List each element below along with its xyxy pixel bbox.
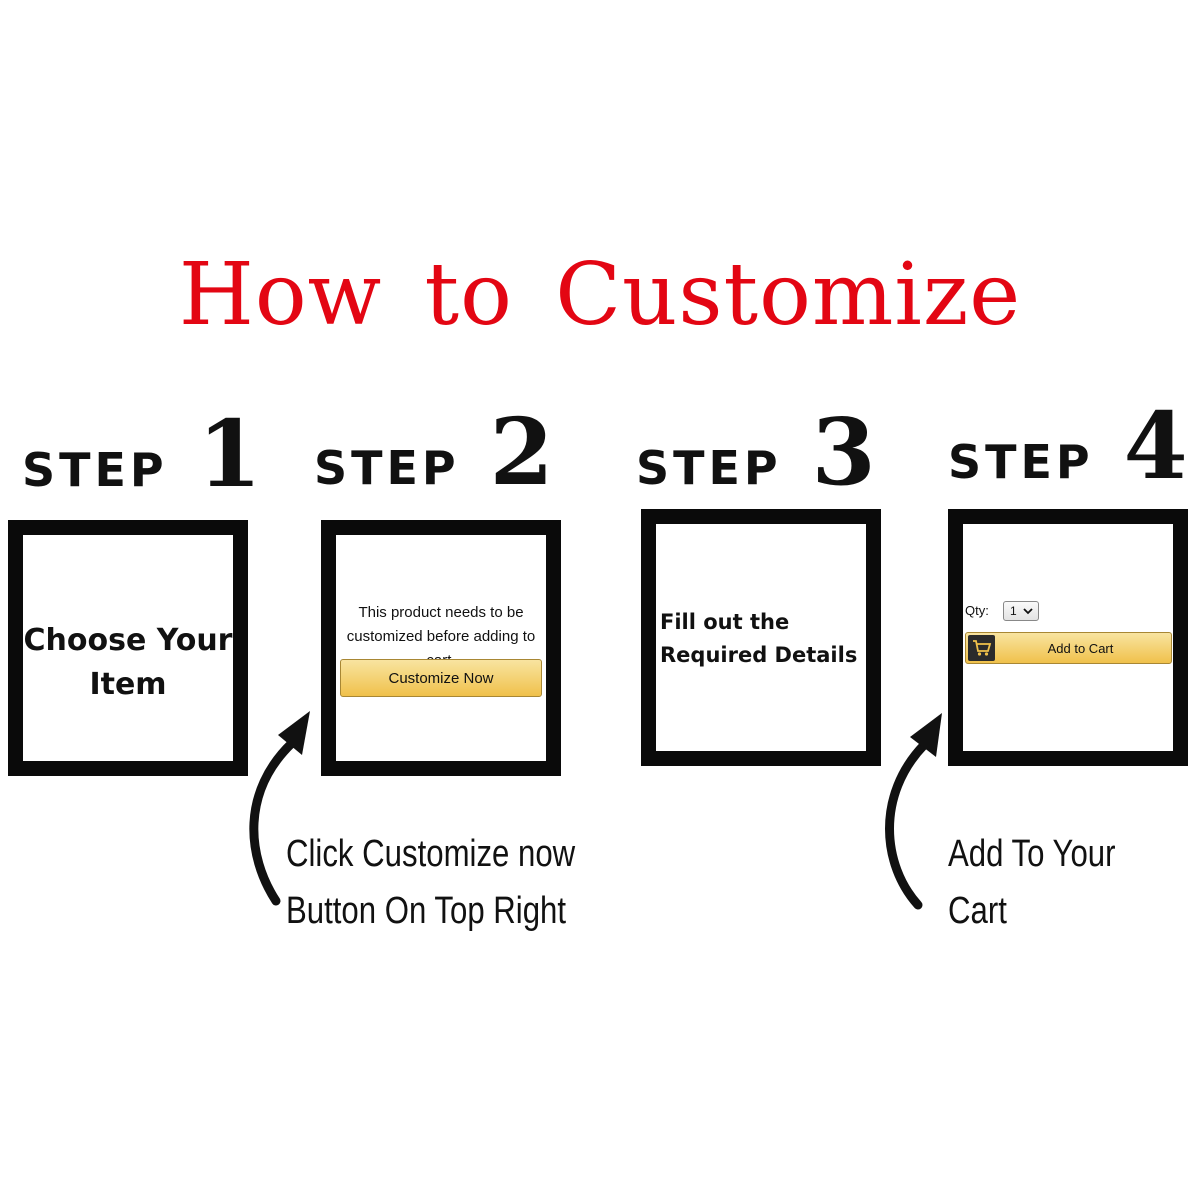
step-3-text: Fill out the Required Details <box>660 606 857 672</box>
step-4-caption-line1: Add To Your <box>948 833 1116 875</box>
curved-arrow-icon <box>249 711 310 906</box>
customize-now-button[interactable]: Customize Now <box>340 659 542 697</box>
step-1-text-line1: Choose Your <box>23 623 233 658</box>
qty-select[interactable]: 1 <box>1003 601 1039 621</box>
step-2-label: STEP 2 <box>314 398 554 506</box>
step-4-frame: Qty: 1 Add to Cart <box>948 509 1188 766</box>
step-word: STEP <box>22 443 168 497</box>
step-4-caption-line2: Cart <box>948 890 1007 932</box>
step-1-text: Choose Your Item <box>23 619 233 707</box>
step-word: STEP <box>948 435 1094 489</box>
step-number: 2 <box>489 398 554 506</box>
cart-icon <box>968 635 995 661</box>
curved-arrow-icon <box>885 713 942 910</box>
step-2-frame: This product needs to be customized befo… <box>321 520 561 776</box>
step-4-caption: Add To Your Cart <box>948 826 1116 940</box>
step-3-text-line2: Required Details <box>660 643 858 667</box>
qty-label: Qty: <box>965 603 989 618</box>
step-3-text-line1: Fill out the <box>660 610 790 634</box>
page-title: How to Customize <box>178 245 1022 345</box>
step-2-caption-line1: Click Customize now <box>286 833 576 875</box>
step-2-caption-line2: Button On Top Right <box>286 890 567 932</box>
step-1-label: STEP 1 <box>22 400 262 508</box>
step-2-caption: Click Customize now Button On Top Right <box>286 826 575 940</box>
step-number: 4 <box>1123 392 1188 500</box>
add-to-cart-label: Add to Cart <box>1047 640 1114 656</box>
step-word: STEP <box>636 441 782 495</box>
step-3-frame: Fill out the Required Details <box>641 509 881 766</box>
step-word: STEP <box>314 441 460 495</box>
step-number: 1 <box>197 400 262 508</box>
step-1-text-line2: Item <box>89 667 167 702</box>
add-to-cart-button[interactable]: Add to Cart <box>965 632 1172 664</box>
chevron-down-icon <box>1023 608 1033 615</box>
step-1-frame: Choose Your Item <box>8 520 248 776</box>
customize-message-line1: This product needs to be <box>358 604 524 621</box>
step-4-label: STEP 4 <box>948 392 1188 500</box>
step-3-label: STEP 3 <box>636 398 876 506</box>
qty-value: 1 <box>1010 604 1017 618</box>
step-number: 3 <box>811 398 876 506</box>
